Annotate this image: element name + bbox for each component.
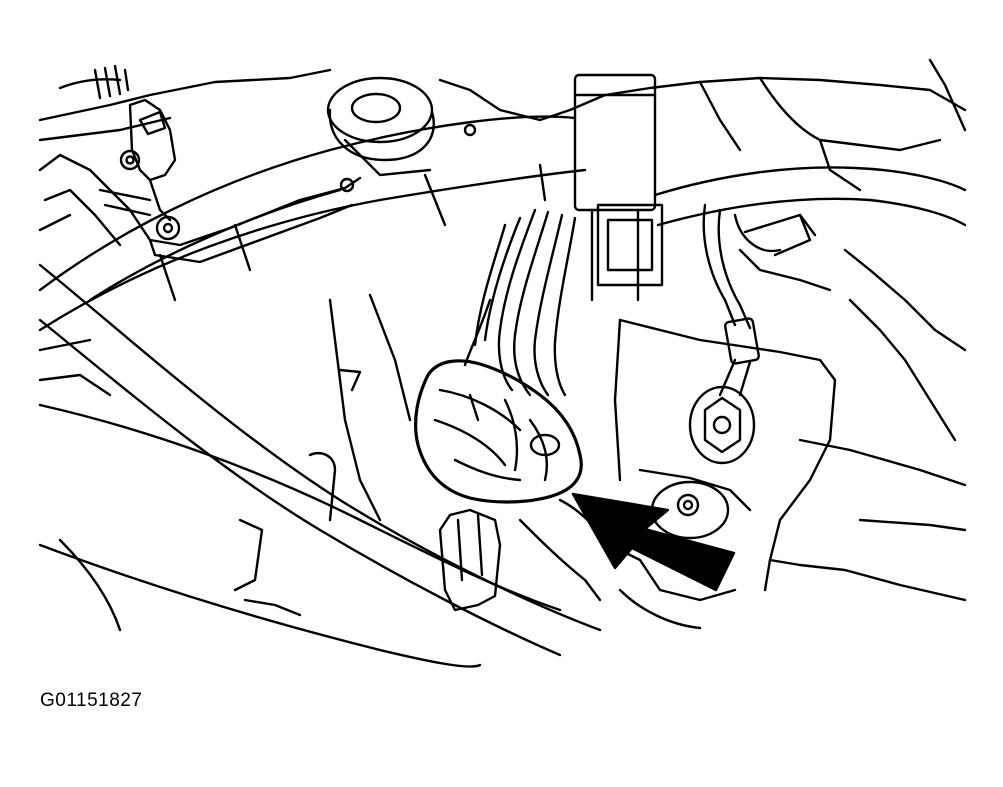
connector-details	[433, 388, 561, 482]
ground-terminal	[688, 385, 756, 465]
wire-bundle	[463, 208, 577, 397]
left-structure	[38, 293, 412, 632]
upper-left-manifold	[38, 64, 362, 264]
top-round-boss	[326, 76, 435, 177]
lower-hose	[38, 263, 602, 668]
wiring-harness	[38, 115, 967, 332]
ground-wire	[702, 203, 817, 397]
pointer-arrow	[571, 492, 736, 592]
electrical-connector	[414, 359, 583, 504]
figure-id-label: G01151827	[40, 690, 143, 711]
lower-clip	[233, 451, 737, 630]
bracket	[613, 248, 967, 602]
junction-block	[573, 73, 664, 302]
upper-right-housing	[438, 58, 967, 192]
